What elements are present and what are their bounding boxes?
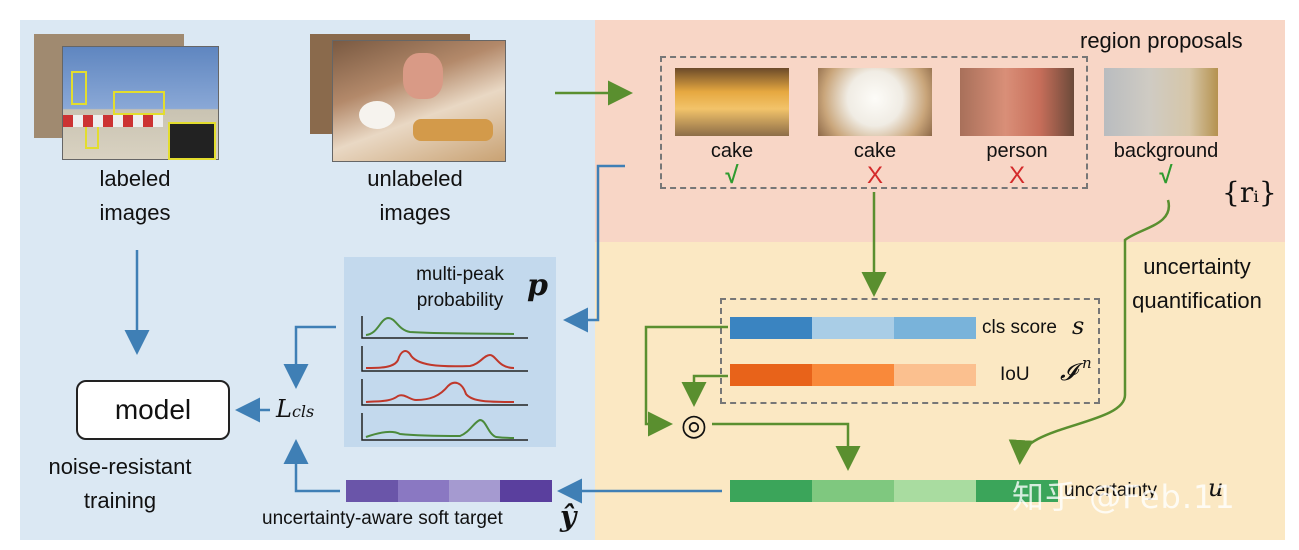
proposal-mark-2: X bbox=[866, 162, 883, 189]
model-box: model bbox=[76, 380, 230, 440]
uncertainty-bar-seg-2 bbox=[812, 480, 894, 502]
noise-resistant-training-label: noise-resistant training bbox=[48, 454, 192, 513]
unlabeled-images-thumbnail bbox=[310, 34, 506, 162]
iou-symbol: 𝓘 bbox=[1060, 358, 1077, 386]
score-iou-box bbox=[720, 298, 1100, 404]
uncertainty-label: uncertainty bbox=[1064, 480, 1157, 501]
arrow-soft-target-to-lcls bbox=[283, 439, 340, 493]
region-proposals-title: region proposals bbox=[1080, 28, 1243, 53]
cls-score-label: cls score bbox=[982, 317, 1057, 338]
l-cls-subscript: cls bbox=[291, 402, 315, 421]
labeled-images-thumbnail bbox=[34, 34, 219, 160]
arrow-hadamard-to-uncertainty bbox=[712, 422, 861, 471]
probability-curve-4 bbox=[365, 418, 515, 439]
soft-target-label: uncertainty-aware soft target bbox=[262, 508, 503, 529]
proposal-crop-cake-1 bbox=[675, 68, 789, 136]
proposal-mark-3: X bbox=[1008, 162, 1025, 189]
iou-superscript: n bbox=[1082, 354, 1092, 372]
probability-curve-1 bbox=[365, 316, 515, 336]
p-symbol: p bbox=[527, 268, 548, 303]
iou-bar-seg-1 bbox=[730, 364, 812, 386]
proposal-label-3: person bbox=[986, 140, 1048, 162]
uncertainty-bar-seg-1 bbox=[730, 480, 812, 502]
soft-target-bar-seg-3 bbox=[449, 480, 500, 502]
arrow-iou-to-hadamard bbox=[681, 374, 728, 407]
multi-peak-axes bbox=[361, 316, 528, 441]
cls-score-bar-seg-1 bbox=[730, 317, 812, 339]
iou-bar-seg-3 bbox=[894, 364, 976, 386]
arrow-proposals-to-multipeak bbox=[563, 164, 625, 333]
hadamard-operator-icon: ◎ bbox=[680, 408, 708, 443]
l-cls-main: L bbox=[276, 395, 292, 423]
uncertainty-quantification-title: uncertainty quantification bbox=[1132, 254, 1262, 313]
proposal-group-box bbox=[660, 56, 1088, 189]
iou-label: IoU bbox=[1000, 364, 1030, 385]
probability-curve-2 bbox=[365, 350, 515, 369]
watermark: 知乎 @Feb.11 bbox=[1012, 478, 1236, 516]
arrow-cls-score-to-hadamard bbox=[644, 325, 728, 437]
arrow-multipeak-to-lcls bbox=[283, 325, 336, 389]
cls-score-symbol: s bbox=[1072, 312, 1085, 340]
soft-target-bar-seg-4 bbox=[500, 480, 552, 502]
proposal-crop-background bbox=[1104, 68, 1218, 136]
arrow-background-to-uncertainty bbox=[1008, 199, 1171, 465]
iou-bar-seg-2 bbox=[812, 364, 894, 386]
cls-score-bar-seg-2 bbox=[812, 317, 894, 339]
y-hat-symbol: ŷ bbox=[560, 500, 577, 533]
l-cls-symbol: Lcls bbox=[276, 395, 314, 423]
proposal-label-4: background bbox=[1113, 140, 1219, 162]
uncertainty-symbol: u bbox=[1208, 474, 1224, 502]
proposal-mark-1: √ bbox=[725, 162, 739, 189]
soft-target-bar-seg-2 bbox=[398, 480, 449, 502]
multi-peak-probability-label: multi-peak probability bbox=[416, 264, 504, 311]
proposal-mark-4: √ bbox=[1159, 162, 1173, 189]
ri-set-symbol: {rᵢ} bbox=[1222, 176, 1277, 209]
uncertainty-bar-seg-3 bbox=[894, 480, 976, 502]
multi-peak-probability-panel bbox=[344, 257, 556, 447]
uncertainty-bar-seg-4 bbox=[976, 480, 1058, 502]
proposal-crop-person bbox=[960, 68, 1074, 136]
cls-score-bar-seg-3 bbox=[894, 317, 976, 339]
soft-target-bar-seg-1 bbox=[346, 480, 398, 502]
proposal-crop-cake-2 bbox=[818, 68, 932, 136]
proposal-label-2: cake bbox=[853, 140, 897, 162]
proposal-label-1: cake bbox=[710, 140, 754, 162]
unlabeled-images-label: unlabeled images bbox=[367, 166, 463, 225]
probability-curve-3 bbox=[365, 381, 515, 403]
labeled-images-label: labeled images bbox=[99, 166, 171, 225]
